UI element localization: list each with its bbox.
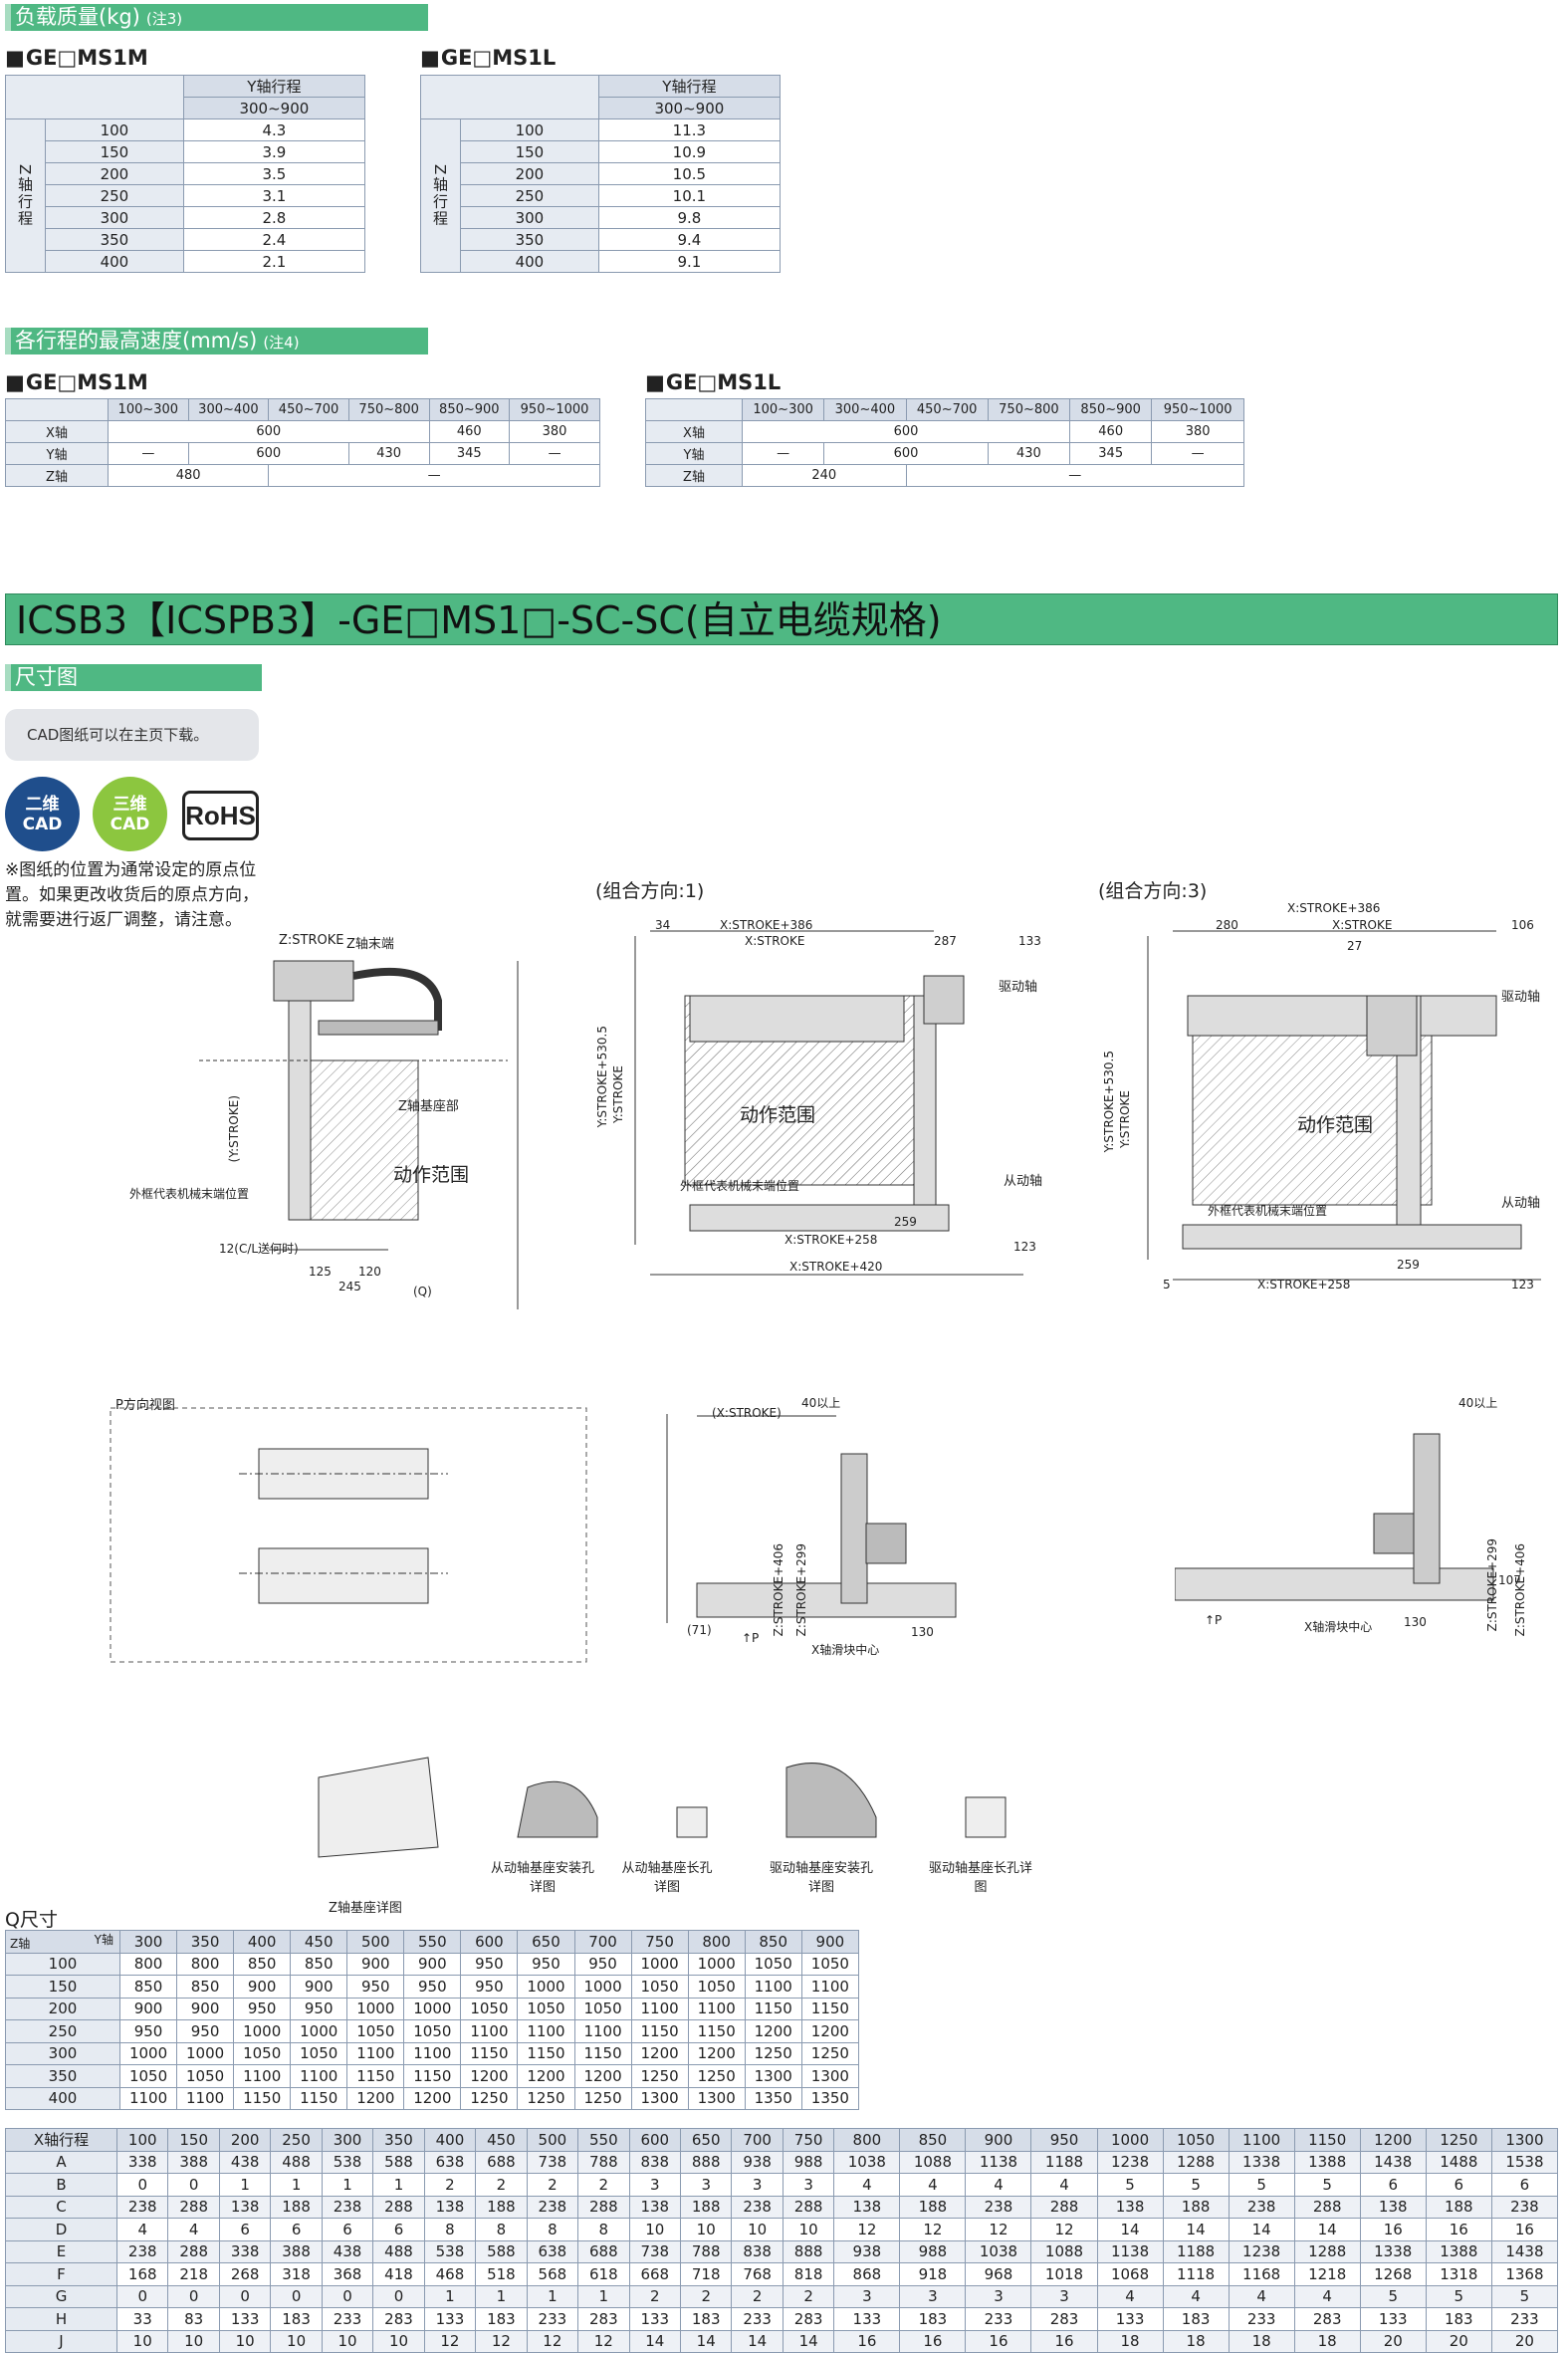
y-header: Y轴行程	[597, 75, 782, 98]
cad-2d-badge: 二维 CAD	[5, 777, 80, 851]
cad-3d-badge: 三维 CAD	[93, 777, 167, 851]
drawing-side-view: 动作范围 Z:STROKE Z轴末端 Z轴基座部 外框代表机械末端位置 12(C…	[129, 933, 519, 1309]
rohs-badge: RoHS	[182, 791, 259, 840]
load-right-model: GE□MS1L	[420, 46, 556, 70]
drawing-details: Z轴基座详图 从动轴基座安装孔详图 从动轴基座长孔详图 驱动轴基座安装孔详图 驱…	[269, 1728, 1264, 1916]
speed-left-model: GE□MS1M	[5, 370, 148, 394]
load-section-note: (注3)	[145, 10, 183, 28]
drawing-front-view: (X:STROKE) 40以上 (71) ↑P X轴滑块中心 130 Z:STR…	[637, 1394, 976, 1663]
origin-warning: ※图纸的位置为通常设定的原点位置。如果更改收货后的原点方向，就需要进行返厂调整，…	[5, 860, 259, 930]
y-range: 300~900	[182, 97, 366, 119]
drawing-p-view: P方向视图	[110, 1394, 587, 1663]
dim-section-bar: 尺寸图	[5, 664, 262, 691]
drawing-front-view-right: 40以上 ↑P X轴滑块中心 130 Z:STROKE+406 Z:STROKE…	[1175, 1394, 1543, 1636]
z-label: Z轴行程	[420, 118, 461, 273]
dir1-caption: (组合方向:1)	[595, 880, 705, 902]
dim-section-title: 尺寸图	[15, 665, 78, 689]
speed-section-note: (注4)	[263, 334, 300, 352]
y-range: 300~900	[597, 97, 782, 119]
load-section-title: 负载质量(kg)	[15, 5, 140, 29]
y-header: Y轴行程	[182, 75, 366, 98]
dir3-caption: (组合方向:3)	[1098, 880, 1208, 902]
speed-section-bar: 各行程的最高速度(mm/s) (注4)	[5, 328, 428, 354]
drawing-dir3: 动作范围 驱动轴 从动轴 X:STROKE+386 X:STROKE X:STR…	[1102, 901, 1541, 1292]
z-label: Z轴行程	[5, 118, 46, 273]
drawing-dir1: 动作范围 驱动轴 从动轴 X:STROKE+386 X:STROKE X:STR…	[595, 918, 1043, 1276]
q-table-title: Q尺寸	[5, 1909, 58, 1931]
cad-download-note: CAD图纸可以在主页下载。	[5, 709, 259, 761]
main-title: ICSB3【ICSPB3】-GE□MS1□-SC-SC(自立电缆规格)	[5, 593, 1558, 645]
load-left-model: GE□MS1M	[5, 46, 148, 70]
speed-right-model: GE□MS1L	[645, 370, 781, 394]
speed-section-title: 各行程的最高速度(mm/s)	[15, 329, 258, 353]
load-section-bar: 负载质量(kg) (注3)	[5, 4, 428, 31]
